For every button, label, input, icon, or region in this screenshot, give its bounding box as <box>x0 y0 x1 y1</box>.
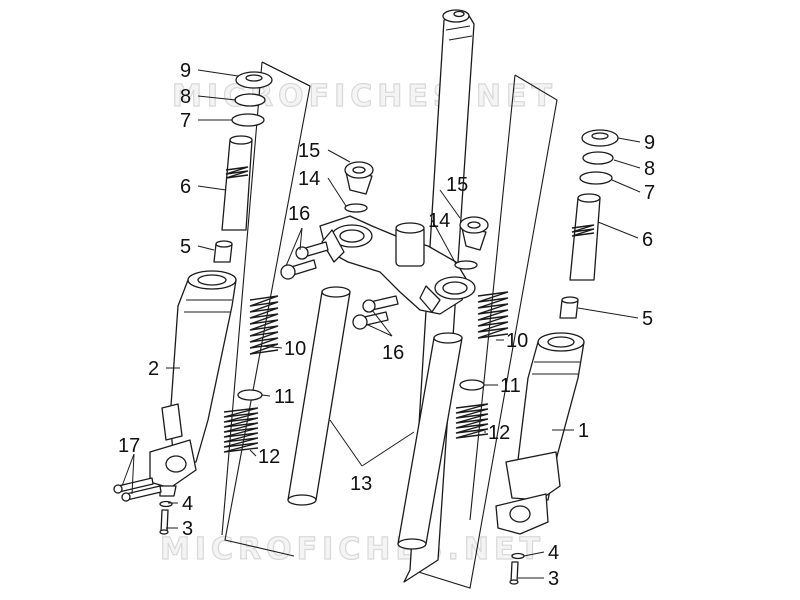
ring-14a <box>344 203 368 213</box>
callout-left-7: 7 <box>180 110 191 132</box>
callout-center-12b: 12 <box>488 422 510 444</box>
fork-tube-13-left <box>287 286 351 506</box>
spring-10-left <box>249 295 279 355</box>
seal-7-right <box>579 171 613 185</box>
bolt-3-left <box>159 509 169 535</box>
spring-10-right <box>477 291 509 339</box>
callout-center-10b: 10 <box>506 330 528 352</box>
callout-right-7: 7 <box>644 182 655 204</box>
callout-center-14b: 14 <box>428 210 450 232</box>
ring-8-left <box>234 93 266 107</box>
bolt-3-right <box>509 561 519 585</box>
callout-left-2: 2 <box>148 358 159 380</box>
bushing-15b <box>459 216 489 251</box>
washer-4-left <box>159 500 173 508</box>
callout-right-5: 5 <box>642 308 653 330</box>
fork-slider-1 <box>495 332 585 535</box>
callout-center-16b: 16 <box>382 342 404 364</box>
fork-slider-2 <box>149 270 237 497</box>
ring-14b <box>454 260 478 270</box>
bolt-16-group-b <box>352 295 399 330</box>
callout-left-6: 6 <box>180 176 191 198</box>
cap-9-left <box>235 71 273 89</box>
washer-4-right <box>511 552 525 560</box>
callout-center-13: 13 <box>350 473 372 495</box>
callout-left-4: 4 <box>182 493 193 515</box>
bolt-16-group-a <box>280 241 329 280</box>
callout-left-17: 17 <box>118 435 140 457</box>
watermark-top: MICROFICHES.NET <box>172 79 557 114</box>
callout-right-3: 3 <box>548 568 559 590</box>
callout-center-11b: 11 <box>500 375 521 397</box>
callout-center-15b: 15 <box>446 174 468 196</box>
callout-center-10a: 10 <box>284 338 306 360</box>
callout-right-1: 1 <box>578 420 589 442</box>
bushing-15a <box>344 161 374 195</box>
callout-center-12a: 12 <box>258 446 280 468</box>
callout-right-9: 9 <box>644 132 655 154</box>
damper-rod-6-left <box>221 135 253 231</box>
callout-right-6: 6 <box>642 229 653 251</box>
callout-left-3: 3 <box>182 518 193 540</box>
bolts-17 <box>113 477 162 502</box>
leader-lines <box>121 69 641 579</box>
spring-12-right <box>455 403 489 439</box>
watermark-bottom: MICROFICHES.NET <box>160 532 545 567</box>
seal-7-left <box>231 113 265 127</box>
callout-labels: 9 8 7 6 5 2 17 4 3 15 14 16 15 14 16 10 … <box>118 60 655 590</box>
spring-12-left <box>223 407 259 453</box>
callout-center-14a: 14 <box>298 168 320 190</box>
fork-bracket <box>319 215 476 315</box>
callout-right-8: 8 <box>644 158 655 180</box>
callout-right-4: 4 <box>548 542 559 564</box>
callout-left-5: 5 <box>180 236 191 258</box>
cap-9-right <box>581 129 619 147</box>
callout-center-15a: 15 <box>298 140 320 162</box>
bushing-5-right <box>559 296 579 319</box>
callout-left-8: 8 <box>180 86 191 108</box>
fork-tube-13-right <box>397 332 463 550</box>
washer-11-left <box>237 389 263 401</box>
callout-center-11a: 11 <box>274 386 295 408</box>
washer-11-right <box>459 379 485 391</box>
callout-center-16a: 16 <box>288 203 310 225</box>
bushing-5-left <box>213 240 233 263</box>
ring-8-right <box>582 151 614 165</box>
damper-rod-6-right <box>569 193 601 281</box>
callout-left-9: 9 <box>180 60 191 82</box>
